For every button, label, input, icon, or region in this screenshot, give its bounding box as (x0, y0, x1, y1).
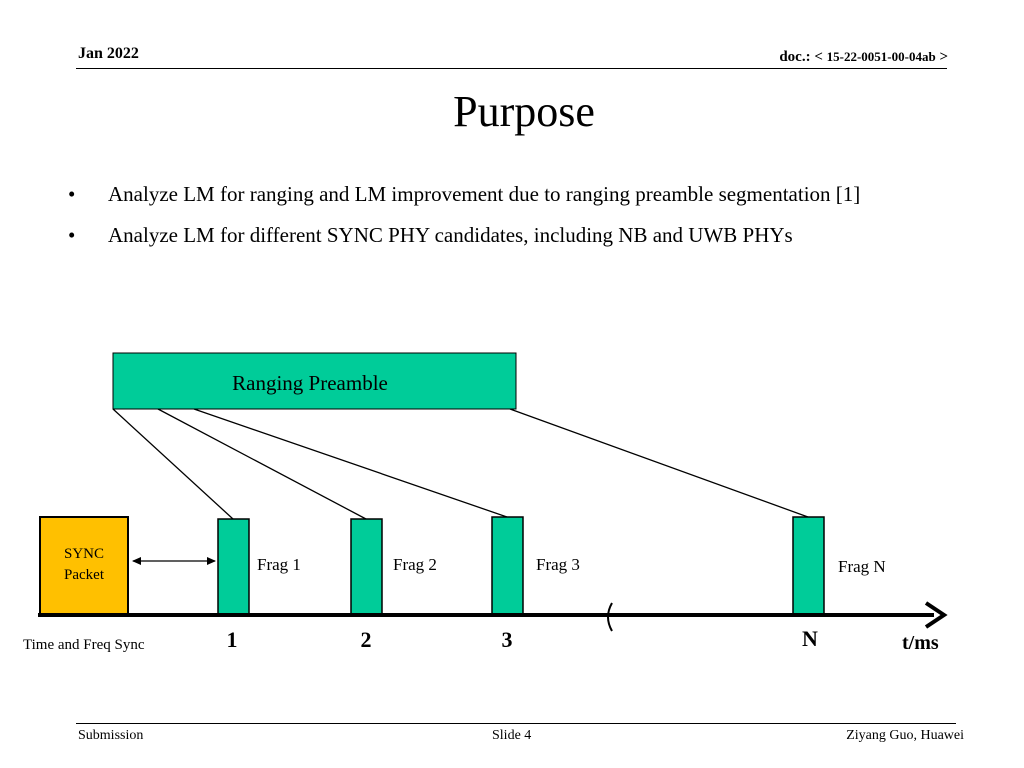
connector-line-frag1 (112, 408, 234, 520)
footer-rule (76, 723, 956, 724)
time-axis-arrowhead (924, 601, 948, 629)
fragment-label: Frag 1 (257, 555, 301, 574)
ranging-preamble-label: Ranging Preamble (232, 371, 388, 395)
sync-packet-box (39, 516, 129, 615)
connector-line-frag2 (157, 408, 367, 520)
connector-line-fragN (509, 408, 809, 518)
bullet-item: • Analyze LM for different SYNC PHY cand… (68, 220, 968, 251)
footer-submission: Submission (78, 728, 144, 743)
bullet-item: • Analyze LM for ranging and LM improvem… (68, 179, 968, 210)
sync-packet-label-line1: SYNC (64, 546, 104, 562)
bullet-text: Analyze LM for different SYNC PHY candid… (108, 223, 793, 247)
header-rule (76, 68, 947, 69)
tick-label: 3 (502, 627, 513, 652)
bullet-dot: • (68, 182, 76, 206)
fragment-label: Frag N (838, 557, 886, 576)
ranging-preamble-bar (112, 352, 517, 410)
footer-slide-number: Slide 4 (492, 728, 532, 743)
tick-label: 1 (227, 627, 238, 652)
fragment-bar (217, 518, 250, 615)
axis-break-mark (607, 602, 613, 632)
axis-unit-label: t/ms (902, 632, 939, 654)
fragment-label: Frag 3 (536, 555, 580, 574)
header-doc-id: doc.: < 15-22-0051-00-04ab > (779, 49, 948, 66)
fragment-bar (792, 516, 825, 615)
fragment-bar (350, 518, 383, 615)
connector-line-frag3 (193, 408, 508, 518)
sync-caption: Time and Freq Sync (23, 637, 145, 653)
sync-packet-label-line2: Packet (64, 567, 105, 583)
slide-title: Purpose (453, 87, 595, 136)
header-date: Jan 2022 (78, 45, 139, 62)
footer-author: Ziyang Guo, Huawei (846, 728, 964, 743)
doc-close: > (939, 49, 948, 65)
doc-label: doc.: < (779, 49, 823, 65)
tick-label: 2 (361, 627, 372, 652)
bullet-text: Analyze LM for ranging and LM improvemen… (108, 182, 861, 206)
tick-label: N (802, 626, 818, 651)
bullet-list: • Analyze LM for ranging and LM improvem… (68, 179, 968, 261)
fragment-label: Frag 2 (393, 555, 437, 574)
fragment-bar (491, 516, 524, 615)
doc-number: 15-22-0051-00-04ab (826, 49, 936, 64)
bullet-dot: • (68, 223, 76, 247)
